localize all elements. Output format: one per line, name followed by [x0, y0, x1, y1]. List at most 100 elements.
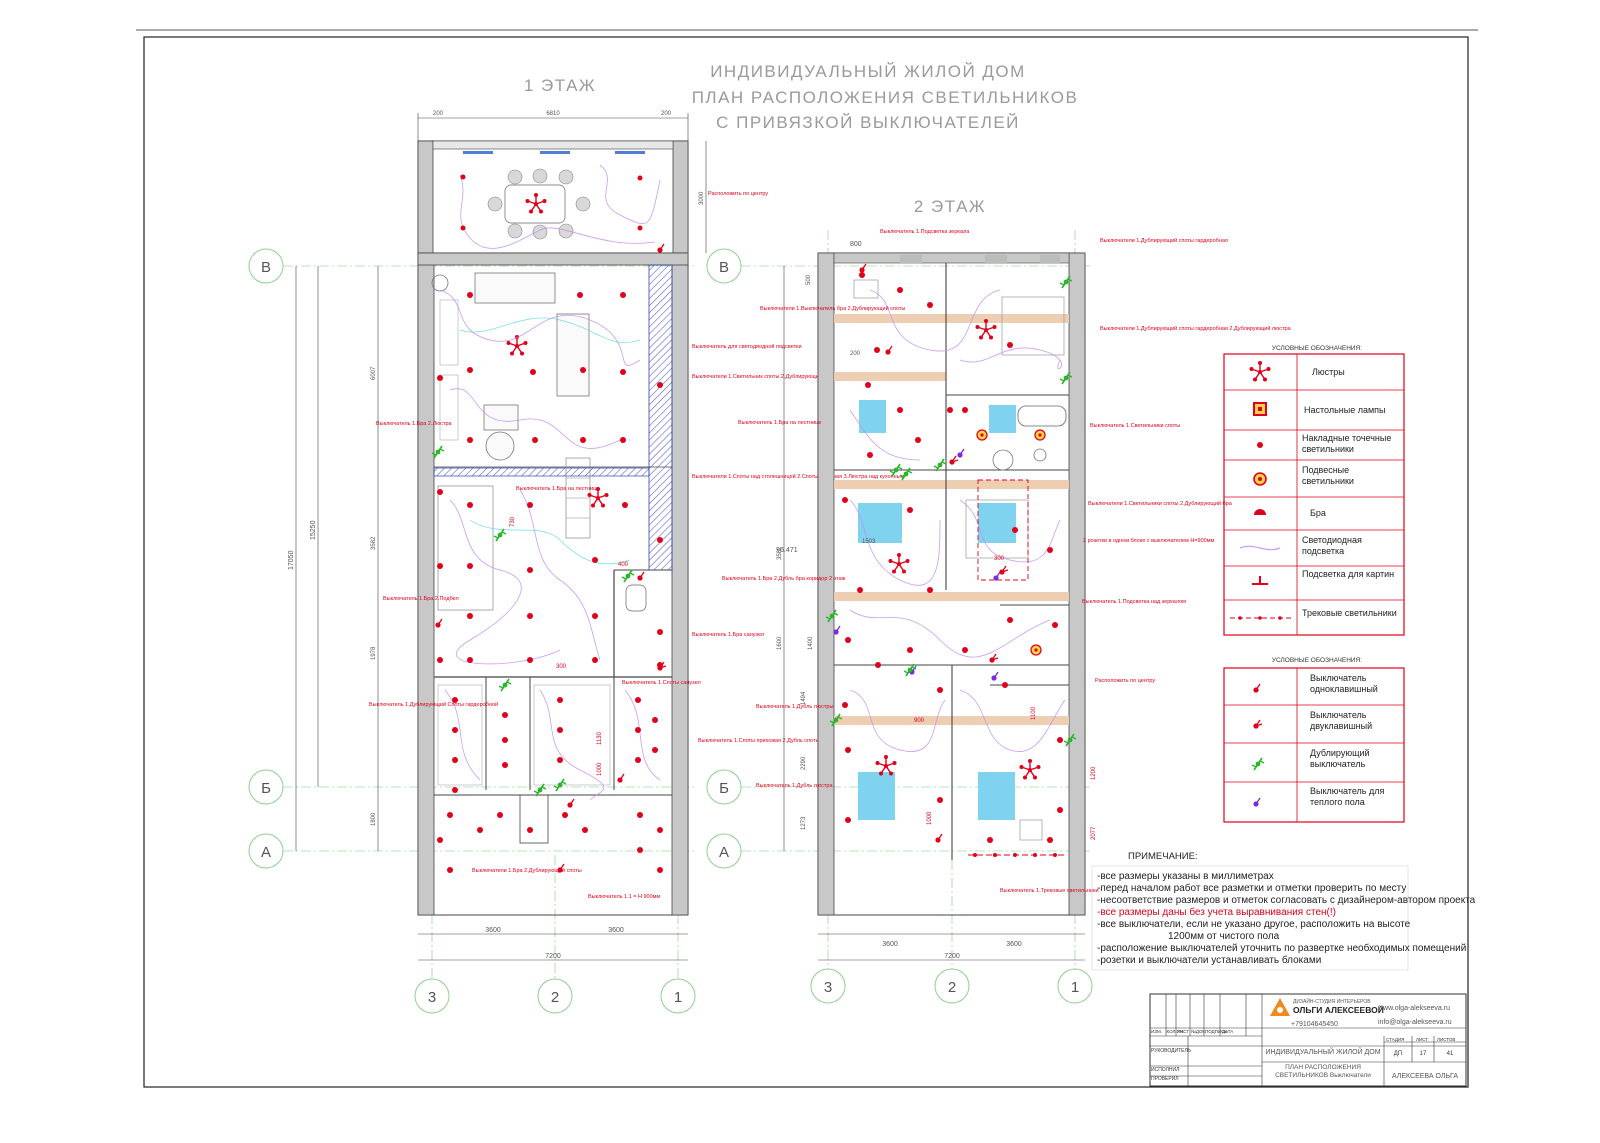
floor2-beds	[858, 400, 1016, 820]
svg-text:2290: 2290	[801, 756, 807, 770]
axis-row-v-left: В	[248, 248, 284, 284]
svg-text:1800: 1800	[371, 812, 377, 826]
svg-text:2: 2	[551, 989, 559, 1006]
svg-text:-перед началом работ все разме: -перед началом работ все разметки и отме…	[1097, 882, 1406, 894]
svg-text:-все выключатели, если не указ: -все выключатели, если не указано другое…	[1097, 919, 1411, 930]
svg-text:Выключатели 1.Споты над столеш: Выключатели 1.Споты над столешницей 2.Сп…	[692, 473, 905, 480]
svg-text:Выключатель 1.Светильники спот: Выключатель 1.Светильники споты	[1090, 423, 1180, 429]
svg-text:Выключатель 1.Подсветка над зе: Выключатель 1.Подсветка над зеркалом	[1082, 599, 1186, 605]
studio-email: info@olga-alekseeva.ru	[1378, 1019, 1452, 1026]
table-lamp-icon	[1253, 402, 1267, 416]
svg-text:1494: 1494	[801, 691, 807, 705]
svg-text:1273: 1273	[801, 816, 807, 830]
studio-site: www.olga-alekseeva.ru	[1377, 1005, 1450, 1012]
svg-text:Выключатель 1.Подсветка зеркал: Выключатель 1.Подсветка зеркала	[880, 229, 970, 235]
svg-text:ДИЗАЙН-СТУДИЯ ИНТЕРЬЕРОВ: ДИЗАЙН-СТУДИЯ ИНТЕРЬЕРОВ	[1293, 997, 1371, 1005]
title-block: ИЗМ. КОЛ.УЧ. ЛИСТ №ДОК. ПОДПИСЬ ДАТА РУК…	[1149, 993, 1467, 1087]
svg-text:3600: 3600	[882, 941, 898, 948]
svg-text:ИСПОЛНИЛ: ИСПОЛНИЛ	[1151, 1067, 1179, 1073]
svg-text:7200: 7200	[944, 953, 960, 960]
svg-text:ЛИСТ: ЛИСТ	[1177, 1029, 1189, 1034]
svg-text:Выключатель 1.Дубль люстры: Выключатель 1.Дубль люстры	[756, 704, 833, 710]
svg-text:№ДОК.: №ДОК.	[1191, 1029, 1206, 1034]
axis-row-b-right: Б	[706, 769, 742, 805]
svg-text:1400: 1400	[808, 636, 814, 650]
svg-text:500: 500	[806, 274, 812, 285]
svg-text:РУКОВОДИТЕЛЬ: РУКОВОДИТЕЛЬ	[1151, 1048, 1192, 1054]
led-strip-icon	[1239, 545, 1281, 551]
svg-text:1: 1	[1071, 979, 1079, 996]
svg-text:Выключатели 1.Светильники спот: Выключатели 1.Светильники споты 2.Дублир…	[1088, 500, 1233, 507]
svg-text:Выключатель 1.Споты прихожая 2: Выключатель 1.Споты прихожая 2.Дубль спо…	[698, 738, 834, 744]
svg-text:-розетки и выключатели устанав: -розетки и выключатели устанавливать бло…	[1097, 954, 1321, 966]
picture-light-icon	[1252, 576, 1268, 585]
svg-text:Выключатель 1.Бра 2.Подбел: Выключатель 1.Бра 2.Подбел	[383, 596, 459, 602]
svg-text:+79104645450: +79104645450	[1291, 1021, 1338, 1028]
svg-text:ЛИСТОВ: ЛИСТОВ	[1437, 1037, 1455, 1042]
svg-text:15250: 15250	[310, 520, 317, 540]
svg-text:1503: 1503	[862, 539, 876, 545]
svg-text:41: 41	[1447, 1051, 1454, 1057]
svg-text:2 розетки в одном блоке с выкл: 2 розетки в одном блоке с выключателем Н…	[1083, 538, 1214, 544]
svg-text:Выключатель 1.Бра 2.Люстра: Выключатель 1.Бра 2.Люстра	[376, 421, 453, 427]
svg-text:17: 17	[1420, 1051, 1427, 1057]
svg-text:Выключатель 1.Бра на лестнице: Выключатель 1.Бра на лестнице	[516, 486, 599, 492]
axis-col-3-right: 3	[810, 968, 846, 1004]
svg-text:-все размеры указаны в миллиме: -все размеры указаны в миллиметрах	[1097, 871, 1274, 882]
svg-text:УСЛОВНЫЕ ОБОЗНАЧЕНИЯ:: УСЛОВНЫЕ ОБОЗНАЧЕНИЯ:	[1272, 657, 1362, 664]
title-line1: ИНДИВИДУАЛЬНЫЙ ЖИЛОЙ ДОМ	[710, 62, 1026, 81]
title-line2: ПЛАН РАСПОЛОЖЕНИЯ СВЕТИЛЬНИКОВ	[692, 88, 1079, 107]
svg-text:6810: 6810	[546, 111, 560, 117]
switch-duplicate-icon	[1251, 757, 1265, 771]
floor1-label: 1 ЭТАЖ	[524, 76, 596, 95]
svg-text:300: 300	[994, 556, 1005, 562]
axis-col-2-left: 2	[537, 978, 573, 1014]
axis-row-a-right: А	[706, 833, 742, 869]
svg-text:300: 300	[556, 664, 567, 670]
legend-led: Светодиодная подсветка	[1302, 535, 1362, 556]
svg-text:200: 200	[850, 351, 861, 357]
spot-light-icon	[1257, 442, 1263, 448]
svg-text:ЛИСТ: ЛИСТ	[1416, 1037, 1428, 1042]
floor1-notes: Выключатель 1.Бра 2.Люстра Выключатель 1…	[369, 191, 905, 900]
svg-text:А: А	[719, 844, 729, 861]
legend-lights: УСЛОВНЫЕ ОБОЗНАЧЕНИЯ: Люстры Настольные …	[1223, 345, 1405, 636]
svg-text:ПОДПИСЬ: ПОДПИСЬ	[1205, 1029, 1227, 1034]
svg-text:В: В	[261, 259, 271, 276]
svg-text:-расположение выключателей уто: -расположение выключателей уточнить по р…	[1097, 942, 1466, 954]
axis-row-a-left: А	[248, 833, 284, 869]
svg-text:Выключатель 1.Бра на лестнице: Выключатель 1.Бра на лестнице	[738, 420, 821, 426]
svg-text:200: 200	[433, 111, 444, 117]
notes-title: ПРИМЕЧАНИЕ:	[1128, 851, 1198, 862]
svg-text:ДАТА: ДАТА	[1222, 1029, 1233, 1034]
svg-text:1: 1	[674, 989, 682, 1006]
svg-text:Выключатель 1.Бра 2.Дубль бра: Выключатель 1.Бра 2.Дубль бра коридор 2 …	[722, 576, 846, 582]
floor1-spots	[437, 174, 663, 873]
svg-text:ПРОВЕРИЛ: ПРОВЕРИЛ	[1151, 1076, 1179, 1082]
studio-logo	[1270, 998, 1290, 1016]
svg-text:1000: 1000	[927, 811, 933, 825]
axis-col-2-right: 2	[934, 968, 970, 1004]
svg-text:1130: 1130	[597, 731, 603, 745]
svg-text:3: 3	[824, 979, 832, 996]
svg-text:2077: 2077	[1091, 826, 1097, 840]
svg-text:ИЗМ.: ИЗМ.	[1151, 1029, 1162, 1034]
axis-row-v-right: В	[706, 248, 742, 284]
svg-text:Выключатели 1.Выключатель бра: Выключатели 1.Выключатель бра 2.Дублирую…	[760, 305, 905, 312]
legend-spot: Накладные точечные светильники	[1302, 433, 1392, 454]
legend-chandelier: Люстры	[1312, 367, 1345, 377]
svg-text:3582: 3582	[371, 536, 377, 550]
svg-text:1978: 1978	[371, 646, 377, 660]
svg-text:3582: 3582	[777, 546, 783, 560]
svg-text:6007: 6007	[371, 366, 377, 380]
svg-text:3000: 3000	[699, 191, 705, 205]
legend-track: Трековые светильники	[1302, 608, 1397, 618]
axis-row-b-left: Б	[248, 769, 284, 805]
svg-text:17050: 17050	[288, 550, 295, 570]
svg-text:800: 800	[850, 241, 862, 248]
floor2-spots	[842, 272, 1063, 843]
svg-text:Б: Б	[719, 780, 729, 797]
svg-text:Выключатель для светодиодной п: Выключатель для светодиодной подсветки	[692, 343, 802, 350]
